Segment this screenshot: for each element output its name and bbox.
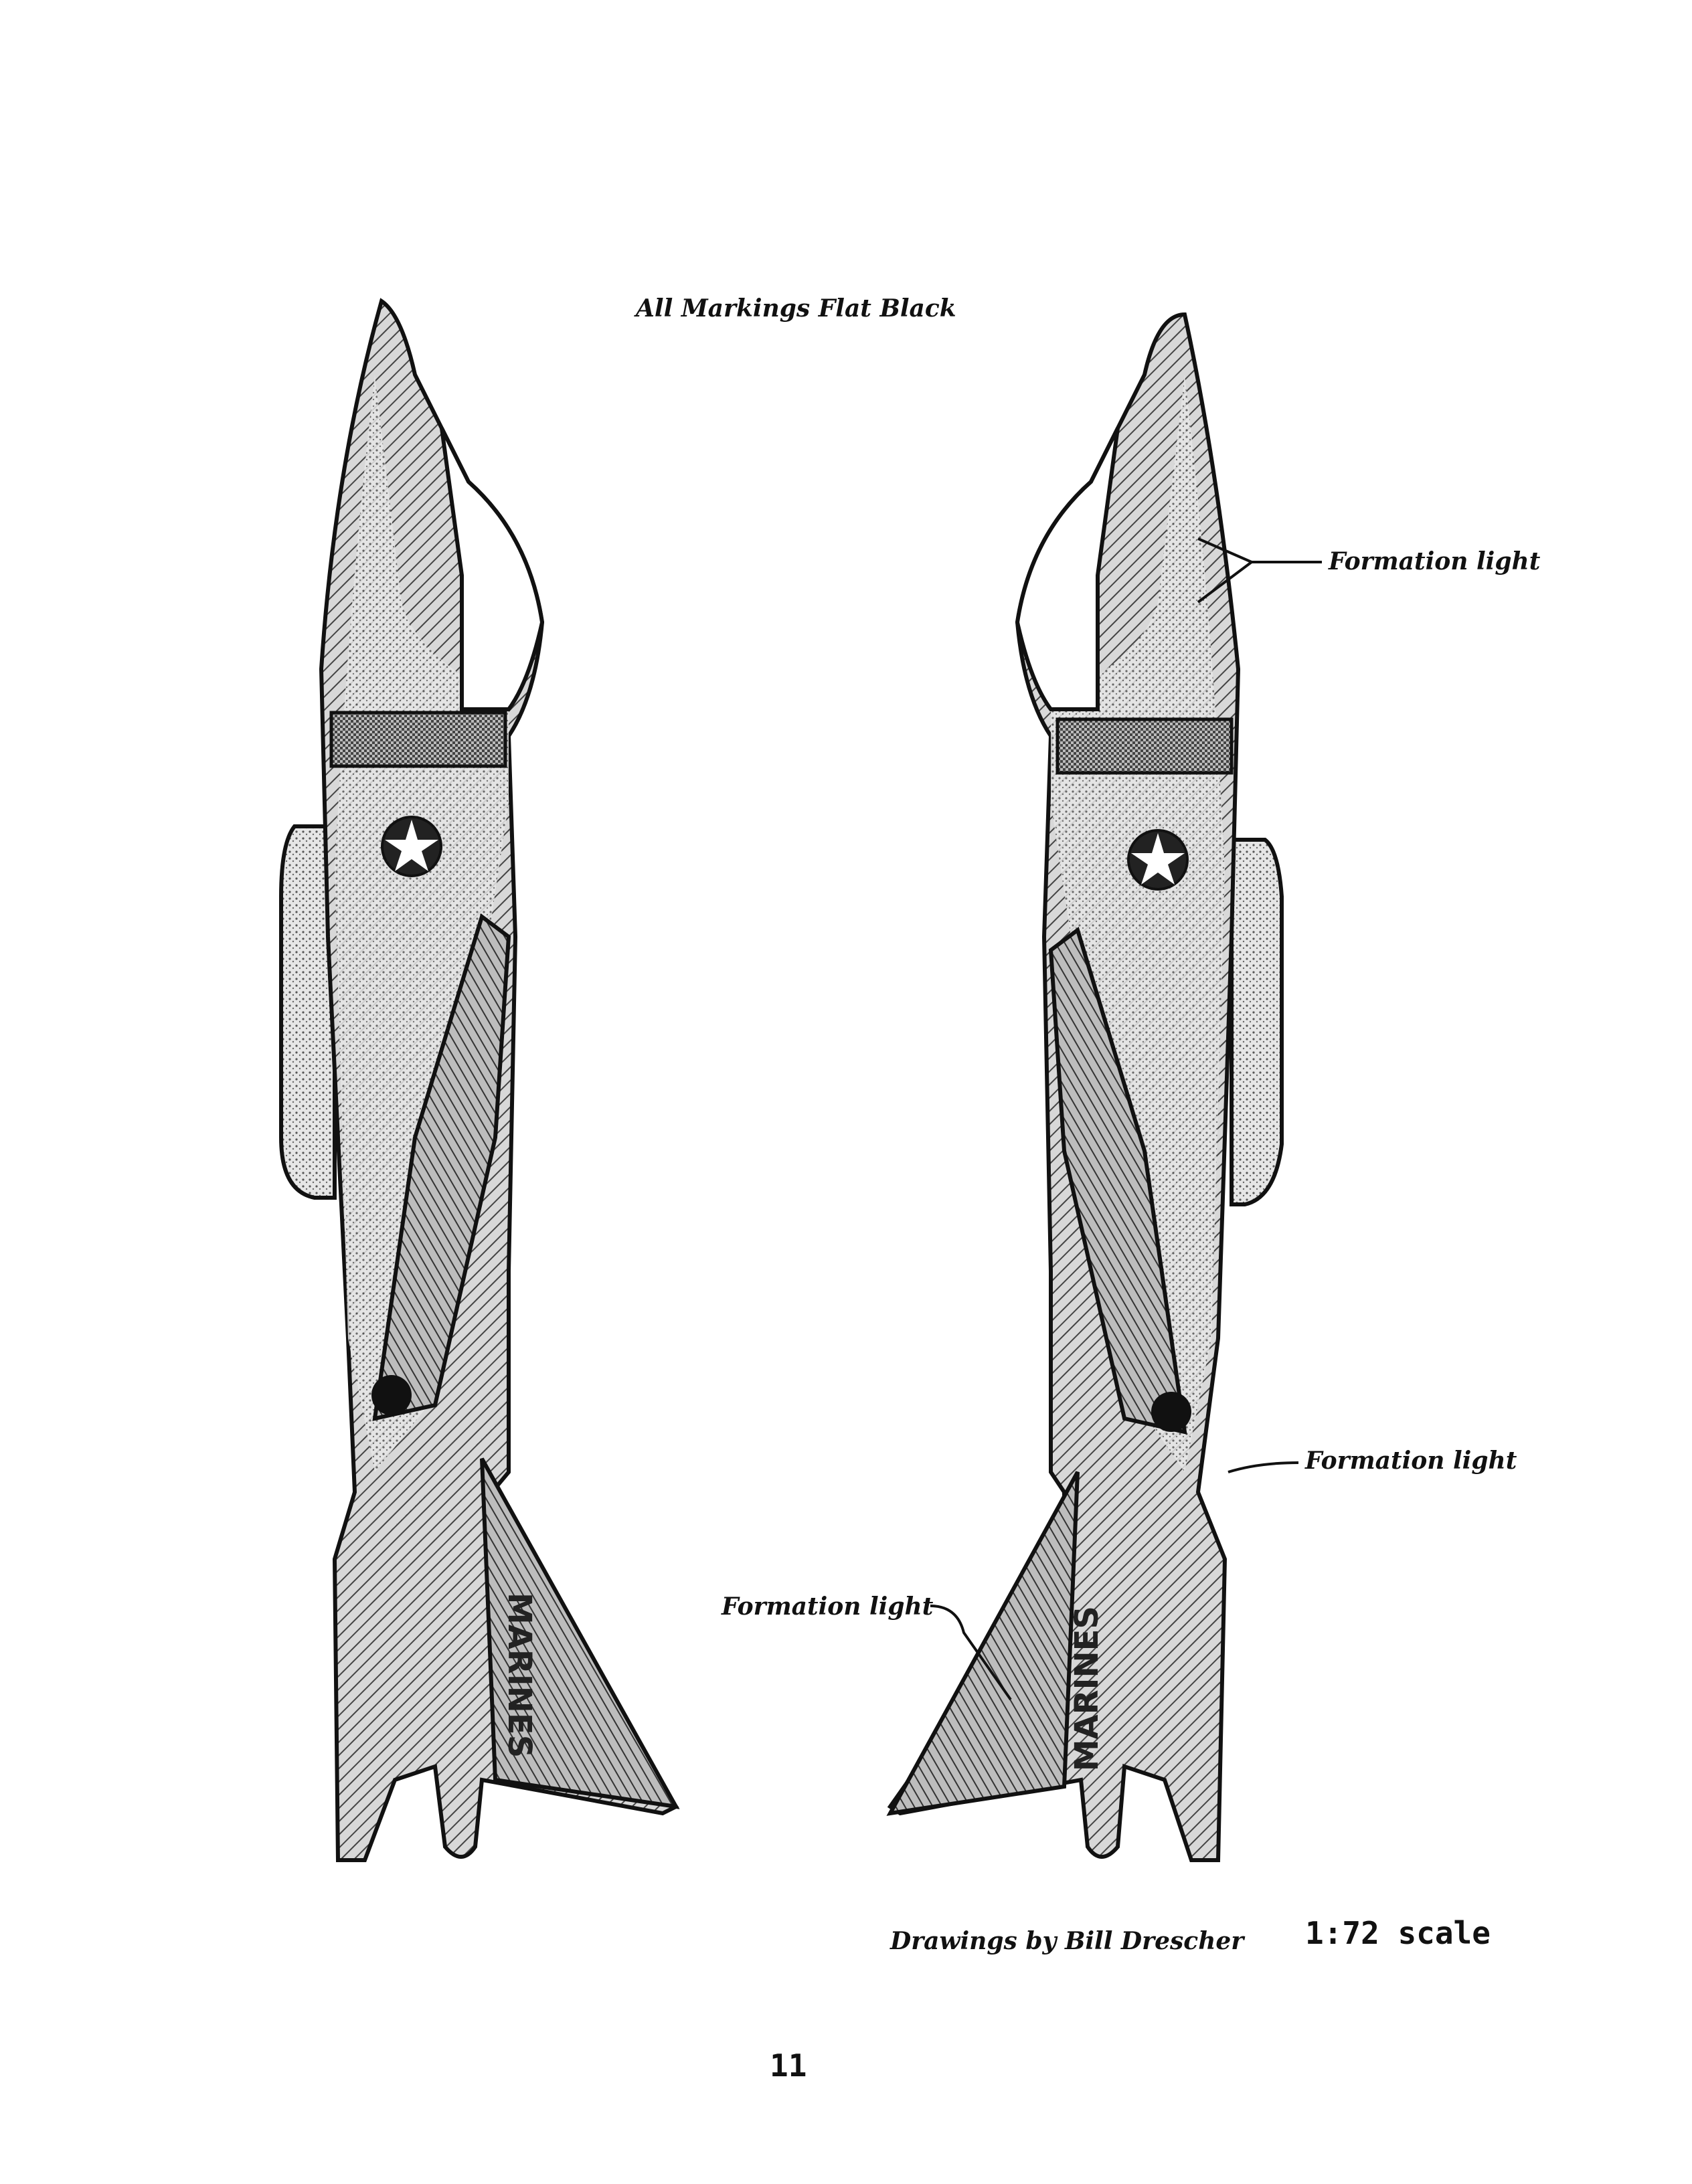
callout-formation-light-top: Formation light [1329,547,1541,575]
callout-formation-light-bottom: Formation light [722,1592,934,1621]
drawing-credit: Drawings by Bill Drescher [890,1927,1244,1955]
right-aircraft: MARINES [886,312,1284,1862]
left-tail-marking-text: MARINES [501,1592,538,1758]
callout-leader-lines [930,537,1322,1701]
left-aircraft: MARINES [279,298,680,1862]
scale-label: 1:72 scale [1305,1915,1491,1951]
page-heading: All Markings Flat Black [636,294,956,323]
right-tail-marking-text: MARINES [1068,1606,1106,1771]
page-number: 11 [770,2047,807,2084]
callout-formation-light-middle: Formation light [1305,1447,1517,1475]
